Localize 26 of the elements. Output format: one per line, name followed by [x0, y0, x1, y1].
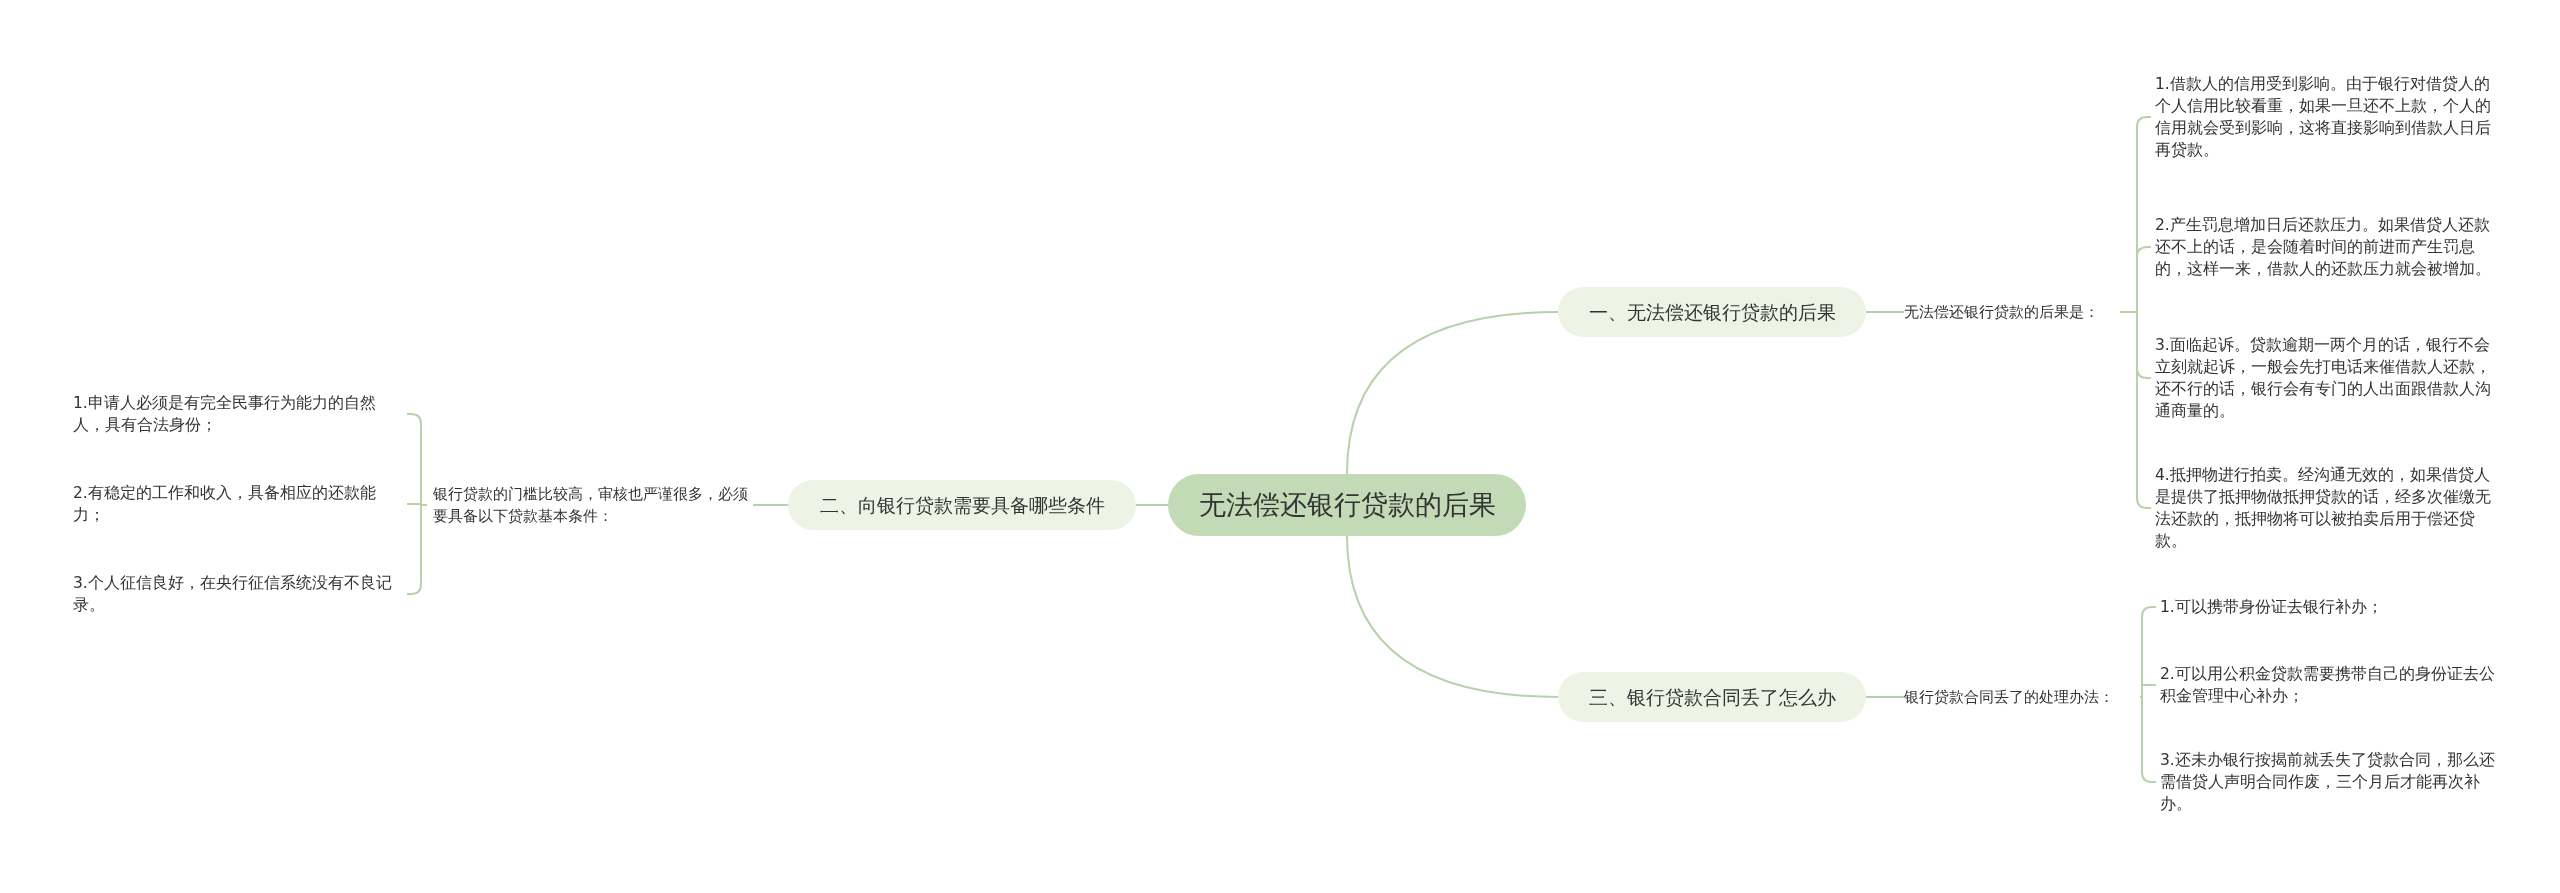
topic-box: 一、无法偿还银行贷款的后果	[1558, 287, 1866, 337]
detail-text: 2.有稳定的工作和收入，具备相应的还款能力；	[73, 482, 403, 526]
detail-text: 3.面临起诉。贷款逾期一两个月的话，银行不会立刻就起诉，一般会先打电话来催借款人还款，还不行的话，银行会有专门的人出面跟借款人沟通商量的。	[2155, 334, 2500, 422]
detail-text: 4.抵押物进行拍卖。经沟通无效的，如果借贷人是提供了抵押物做抵押贷款的话，经多次催缴无法还款的，抵押物将可以被拍卖后用于偿还贷款。	[2155, 464, 2500, 552]
subtopic-text: 无法偿还银行贷款的后果是：	[1904, 301, 2114, 323]
detail-text: 2.产生罚息增加日后还款压力。如果借贷人还款还不上的话，是会随着时间的前进而产生罚息的，这样一来，借款人的还款压力就会被增加。	[2155, 214, 2500, 280]
connector-line	[1135, 504, 1169, 506]
detail-text: 1.借款人的信用受到影响。由于银行对借贷人的个人信用比较看重，如果一旦还不上款，个人的信用就会受到影响，这将直接影响到借款人日后再贷款。	[2155, 73, 2500, 161]
connector-line	[1865, 311, 1905, 313]
detail-text: 2.可以用公积金贷款需要携带自己的身份证去公积金管理中心补办；	[2160, 663, 2505, 707]
connector-line	[752, 504, 789, 506]
detail-text: 1.申请人必须是有完全民事行为能力的自然人，具有合法身份；	[73, 392, 403, 436]
topic-box: 三、银行贷款合同丢了怎么办	[1558, 672, 1866, 722]
topic-box: 二、向银行贷款需要具备哪些条件	[788, 480, 1136, 530]
subtopic-text: 银行贷款合同丢了的处理办法：	[1904, 686, 2134, 708]
connector-line	[1865, 696, 1905, 698]
detail-text: 3.还未办银行按揭前就丢失了贷款合同，那么还需借贷人声明合同作废，三个月后才能再次补办。	[2160, 749, 2505, 815]
connector-line	[2139, 696, 2157, 783]
connector-line	[406, 504, 428, 595]
connector-line	[1346, 311, 1559, 475]
central-topic: 无法偿还银行贷款的后果	[1168, 474, 1526, 536]
connector-line	[2139, 684, 2157, 698]
detail-text: 1.可以携带身份证去银行补办；	[2160, 596, 2505, 618]
connector-line	[1346, 535, 1559, 698]
subtopic-text: 银行贷款的门槛比较高，审核也严谨很多，必须要具备以下贷款基本条件：	[433, 483, 753, 527]
detail-text: 3.个人征信良好，在央行征信系统没有不良记录。	[73, 572, 403, 616]
